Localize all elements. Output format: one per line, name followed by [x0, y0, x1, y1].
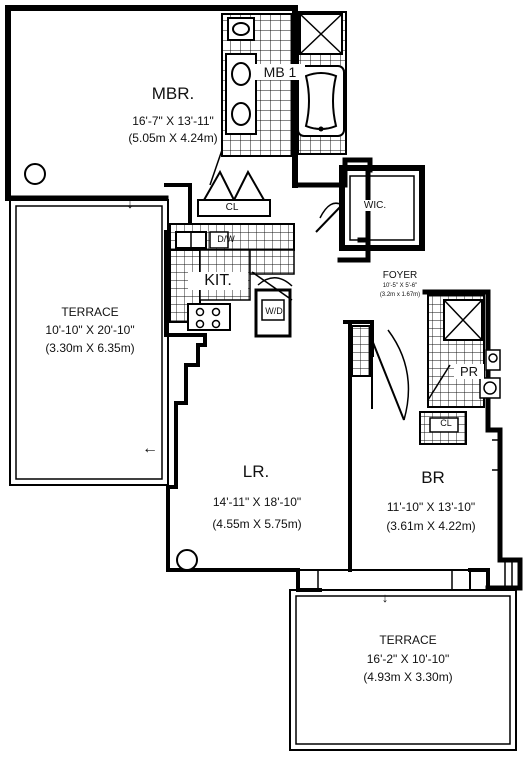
foyer-dim-ft: 10'-5" X 5'-6": [382, 283, 418, 289]
foyer-title: FOYER: [382, 270, 418, 281]
foyer-dim-m: (3.2m x 1.67m): [379, 292, 421, 298]
cl-top-label: CL: [225, 202, 239, 213]
arrow-down-terrace-bottom: ↓: [381, 590, 389, 605]
walk-in-closet: [315, 165, 425, 251]
mb1-label: MB 1: [255, 64, 305, 80]
br-dim-ft: 11'-10" X 13'-10": [386, 500, 476, 514]
column-lr: [176, 549, 198, 571]
lr-dim-ft: 14'-11" X 18'-10": [212, 495, 302, 509]
terrace-left-title: TERRACE: [61, 305, 119, 319]
arrow-down-terrace-left: ↓: [126, 196, 134, 211]
kitchen: [169, 223, 295, 338]
terrace-bottom-dim-ft: 16'-2" X 10'-10": [366, 652, 450, 666]
wic-label: WIC.: [355, 200, 395, 211]
wd-label: W/D: [265, 306, 283, 316]
arrow-left-lr: ←: [142, 440, 158, 457]
terrace-left-dim-m: (3.30m X 6.35m): [45, 341, 135, 355]
mbr-title: MBR.: [151, 84, 195, 103]
br-title: BR: [421, 468, 445, 487]
mbr-dim-ft: 16'-7" X 13'-11": [132, 114, 214, 128]
pr-label: PR: [454, 364, 484, 379]
powder-room: [419, 294, 501, 445]
master-bath: [209, 11, 347, 186]
dw-label: D/W: [217, 234, 235, 244]
terrace-bottom-outline: [289, 589, 517, 751]
lr-dim-m: (4.55m X 5.75m): [212, 517, 302, 531]
br-dim-m: (3.61m X 4.22m): [386, 519, 476, 533]
br-wall-detail: [492, 439, 513, 588]
top-closet: [197, 169, 271, 217]
terrace-bottom-dim-m: (4.93m X 3.30m): [363, 670, 453, 684]
foyer-closet: [351, 325, 410, 421]
terrace-left-dim-ft: 10'-10" X 20'-10": [45, 323, 135, 337]
column-mbr: [24, 163, 46, 185]
kit-label: KIT.: [188, 272, 248, 290]
lr-title: LR.: [242, 462, 270, 481]
mbr-dim-m: (5.05m X 4.24m): [128, 131, 218, 145]
terrace-bottom-title: TERRACE: [379, 633, 437, 647]
cl-br-label: CL: [440, 418, 452, 428]
